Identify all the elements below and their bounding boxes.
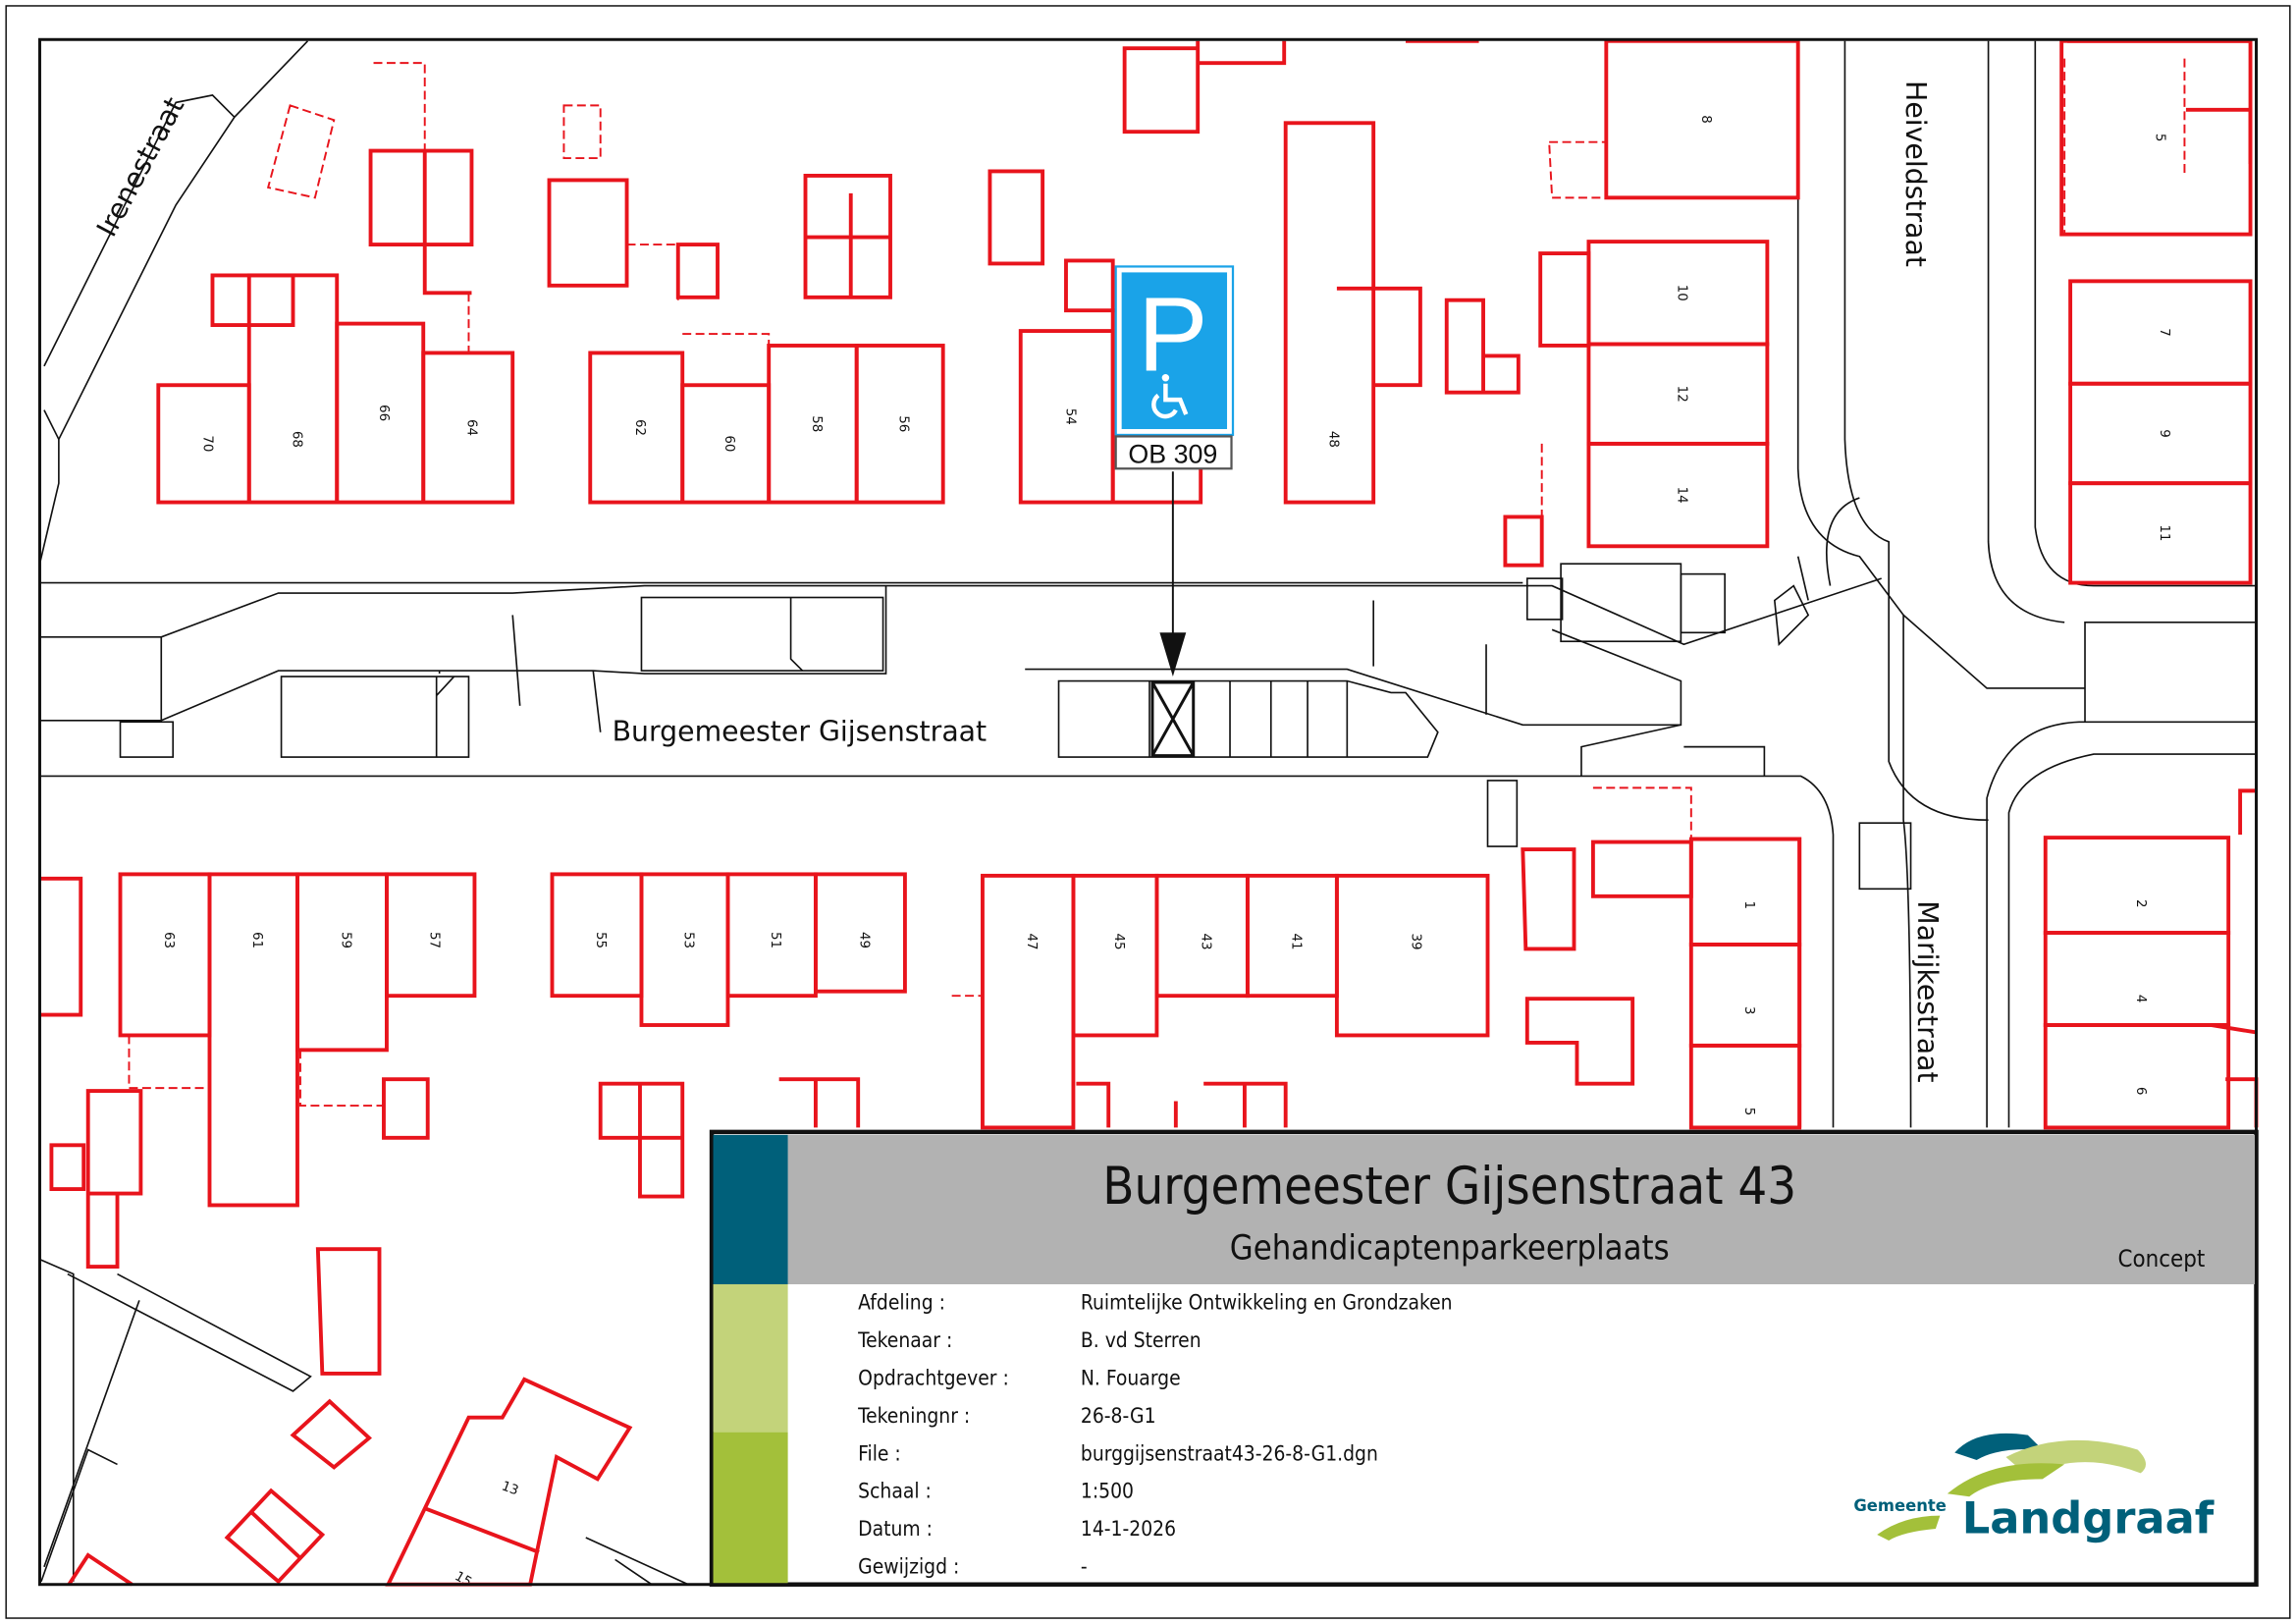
house-number: 3	[1741, 1006, 1756, 1015]
field-label: Schaal :	[858, 1480, 932, 1503]
house-number: 9	[2157, 429, 2171, 438]
house-number: 61	[249, 932, 264, 948]
street-label-burgemeester-gijsenstraat: Burgemeester Gijsenstraat	[613, 716, 988, 748]
house-number: 63	[161, 932, 176, 948]
house-number: 12	[1674, 386, 1688, 403]
field-label: File :	[858, 1441, 901, 1465]
street-label-heiveldstraat: Heiveldstraat	[1899, 81, 1932, 267]
building	[385, 872, 477, 999]
house-number: 53	[680, 932, 695, 948]
house-number: 64	[464, 419, 479, 436]
field-label: Tekenaar :	[857, 1328, 952, 1352]
logo-landgraaf: Landgraaf	[1962, 1492, 2215, 1544]
field-label: Opdrachtgever :	[858, 1366, 1009, 1389]
field-value: burggijsenstraat43-26-8-G1.dgn	[1081, 1441, 1378, 1465]
house-number: 8	[1698, 115, 1713, 124]
building	[1334, 873, 1490, 1038]
building	[2068, 481, 2253, 585]
wheelchair-icon	[1151, 374, 1189, 419]
house-number: 45	[1111, 933, 1126, 949]
parking-bays	[1057, 679, 1439, 758]
house-number: 55	[593, 932, 608, 948]
color-bar-light-green	[713, 1283, 788, 1433]
landgraaf-logo: Gemeente Landgraaf	[1853, 1433, 2215, 1544]
house-number: 57	[427, 932, 442, 948]
logo-gemeente: Gemeente	[1853, 1496, 1947, 1515]
house-number: 51	[768, 932, 782, 948]
house-number: 11	[2157, 524, 2171, 541]
house-number: 58	[809, 415, 824, 432]
field-label: Datum :	[858, 1517, 933, 1541]
field-value: Ruimtelijke Ontwikkeling en Grondzaken	[1081, 1290, 1453, 1314]
field-label: Afdeling :	[858, 1290, 945, 1314]
house-number: 5	[1741, 1108, 1756, 1116]
title-block: Burgemeester Gijsenstraat 43 Gehandicapt…	[709, 1129, 2259, 1587]
house-number: 5	[2152, 134, 2166, 142]
house-number: 48	[1325, 431, 1340, 448]
title-fields: Afdeling : Ruimtelijke Ontwikkeling en Gr…	[857, 1290, 1452, 1578]
drawing-title: Burgemeester Gijsenstraat 43	[1102, 1158, 1796, 1217]
house-number: 59	[338, 932, 352, 948]
sign-letter-p: P	[1138, 275, 1208, 393]
field-label: Gewijzigd :	[858, 1555, 959, 1579]
building	[1283, 121, 1376, 505]
house-number: 7	[2157, 328, 2171, 337]
building	[1586, 441, 1770, 549]
sign-arrow-head	[1159, 632, 1187, 677]
house-number: 47	[1024, 933, 1039, 949]
house-number: 70	[200, 435, 215, 452]
house-number: 2	[2133, 899, 2148, 908]
road-lines	[38, 40, 2257, 1586]
house-number: 56	[896, 415, 911, 432]
house-number: 6	[2133, 1087, 2148, 1096]
color-bar-teal	[713, 1134, 788, 1284]
disabled-parking-sign: P OB 309	[1114, 265, 1235, 677]
field-value: N. Fouarge	[1081, 1366, 1181, 1389]
house-number: 62	[632, 419, 647, 436]
house-number: 14	[1674, 487, 1688, 504]
title-header-bg	[787, 1134, 2256, 1284]
house-number: 66	[376, 405, 391, 421]
building	[814, 872, 907, 994]
field-label: Tekeningnr :	[857, 1404, 970, 1428]
house-number: 60	[721, 435, 736, 452]
field-value: -	[1081, 1555, 1088, 1579]
building-outlines-extra	[39, 38, 2259, 1587]
building	[2043, 1023, 2231, 1130]
field-value: 14-1-2026	[1081, 1517, 1176, 1541]
drawing-subtitle: Gehandicaptenparkeerplaats	[1230, 1229, 1670, 1269]
field-value: 26-8-G1	[1081, 1404, 1156, 1428]
house-number: 68	[290, 431, 304, 448]
field-value: 1:500	[1081, 1480, 1134, 1503]
house-number: 10	[1674, 285, 1688, 301]
field-value: B. vd Sterren	[1081, 1328, 1201, 1352]
house-number: 41	[1288, 933, 1303, 949]
sign-code: OB 309	[1128, 439, 1217, 468]
street-label-marijkestraat: Marijkestraat	[1911, 900, 1944, 1082]
drawing-status: Concept	[2118, 1245, 2206, 1272]
house-number: 4	[2133, 995, 2148, 1003]
house-number: 1	[1741, 900, 1756, 909]
house-number: 49	[856, 932, 871, 948]
color-bar-green	[713, 1432, 788, 1584]
house-number: 54	[1063, 408, 1078, 425]
house-number: 39	[1409, 933, 1423, 949]
building	[854, 344, 945, 505]
house-number: 43	[1199, 933, 1213, 949]
reserved-bay-cross	[1150, 680, 1196, 758]
house-number: 13	[500, 1479, 520, 1498]
